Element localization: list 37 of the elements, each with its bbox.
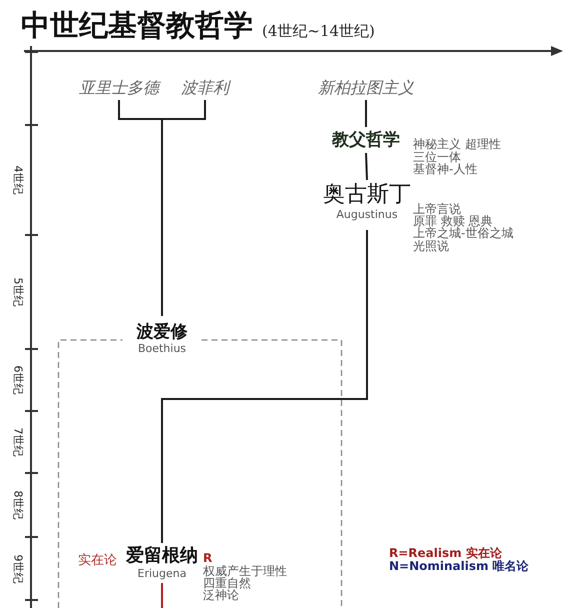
philosopher-name: 波爱修	[136, 322, 188, 342]
note-text: 上帝言说	[413, 202, 461, 216]
school-term: 新柏拉图主义	[315, 76, 417, 100]
legend-text: N=Nominalism 唯名论	[389, 559, 529, 573]
century-label: 6世纪	[12, 366, 24, 394]
key-letter: R	[203, 551, 212, 565]
note-text: 光照说	[413, 240, 449, 252]
connector-line	[161, 100, 206, 316]
note-text: 原罪 救赎 恩典	[413, 214, 493, 228]
note-text: 权威产生于理性	[203, 564, 287, 578]
century-label: 7世纪	[12, 428, 24, 456]
note-text: 基督神-人性	[413, 162, 478, 176]
century-label: 4世纪	[12, 166, 24, 194]
legend-text: R=Realism 实在论	[389, 546, 502, 560]
century-label: 5世纪	[12, 278, 24, 306]
note-text: 泛神论	[203, 588, 239, 602]
connector-line	[161, 583, 163, 608]
note-text: 神秘主义 超理性	[413, 138, 501, 150]
latin-name: Eriugena	[138, 567, 186, 581]
school-term: 亚里士多德	[76, 76, 162, 100]
school-name: 教父哲学	[329, 127, 403, 153]
note-text: 四重自然	[203, 576, 251, 590]
note-text: 上帝之城-世俗之城	[413, 226, 514, 240]
philosopher-name: 爱留根纳	[126, 545, 198, 567]
century-label: 8世纪	[12, 490, 24, 520]
philosopher-name: 奥古斯丁	[323, 182, 411, 208]
connector-line	[161, 230, 368, 543]
century-label: 9世纪	[12, 554, 24, 583]
connector-line	[365, 100, 367, 127]
connector-line	[365, 152, 368, 180]
date-range: (4世纪~14世纪)	[262, 21, 375, 41]
latin-name: Boethius	[138, 342, 186, 356]
page-title: 中世纪基督教哲学	[21, 7, 253, 44]
latin-name: Augustinus	[336, 208, 398, 222]
school-term: 波菲利	[178, 76, 232, 100]
doctrine-label: 实在论	[78, 553, 117, 569]
note-text: 三位一体	[413, 150, 461, 164]
